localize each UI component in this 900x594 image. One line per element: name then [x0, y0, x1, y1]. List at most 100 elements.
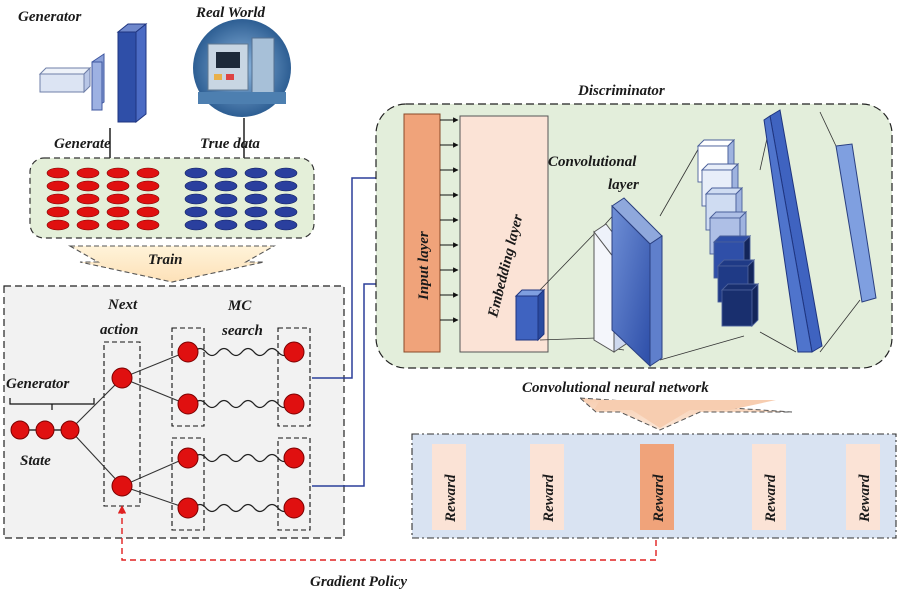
state-node — [60, 420, 80, 440]
generated-token — [46, 206, 70, 218]
gradient-policy-label: Gradient Policy — [310, 574, 407, 590]
real-token — [214, 206, 238, 218]
conv-layer-label-2: layer — [608, 177, 639, 193]
generated-token — [76, 193, 100, 205]
reward-label: Reward — [443, 474, 459, 523]
generated-token — [136, 219, 160, 231]
generated-token — [46, 180, 70, 192]
real-token — [274, 193, 298, 205]
generated-token — [106, 206, 130, 218]
feature-map — [721, 289, 753, 327]
rollout-node — [283, 447, 305, 469]
data-pool — [29, 157, 315, 239]
feature-map — [751, 282, 759, 328]
real-token — [244, 193, 268, 205]
mc-search-label-1: MC — [227, 298, 252, 314]
real-token — [214, 219, 238, 231]
real-token — [274, 219, 298, 231]
reward-panel: Reward Reward Reward Reward Reward — [411, 433, 897, 539]
cnn-label: Convolutional neural network — [522, 380, 709, 396]
next-action-label-1: Next — [107, 297, 138, 313]
real-token — [274, 167, 298, 179]
generated-token — [46, 167, 70, 179]
real-token — [214, 167, 238, 179]
real-token — [184, 180, 208, 192]
discriminator: Discriminator Input layer Embedding laye… — [375, 83, 893, 396]
action-node — [111, 367, 133, 389]
train-arrow: Train — [67, 245, 277, 283]
state-node — [35, 420, 55, 440]
real-token — [184, 193, 208, 205]
reward-box — [432, 444, 466, 530]
next-action-label-2: action — [100, 322, 138, 338]
generator-top-label: Generator — [18, 9, 81, 25]
reward-box — [640, 444, 674, 530]
action-node — [111, 475, 133, 497]
generator-top: Generator Generate — [18, 9, 148, 167]
real-token — [244, 167, 268, 179]
real-token — [244, 206, 268, 218]
reward-box — [530, 444, 564, 530]
real-token — [274, 206, 298, 218]
rollout-node — [283, 497, 305, 519]
reward-label: Reward — [763, 474, 779, 523]
generated-token — [46, 193, 70, 205]
real-world-label: Real World — [195, 5, 266, 21]
real-token — [244, 180, 268, 192]
cnn-arrow — [578, 397, 793, 431]
generated-token — [136, 180, 160, 192]
generated-token — [136, 167, 160, 179]
reward-box — [752, 444, 786, 530]
train-label: Train — [148, 252, 182, 268]
state-label: State — [20, 453, 51, 469]
search-node — [177, 447, 199, 469]
real-token — [184, 219, 208, 231]
generated-token — [106, 180, 130, 192]
input-layer-label: Input layer — [416, 231, 432, 301]
rollout-node — [283, 341, 305, 363]
real-tokens — [184, 167, 298, 231]
generated-token — [106, 219, 130, 231]
reward-box — [846, 444, 880, 530]
true-data-label: True data — [200, 136, 260, 152]
generated-token — [136, 193, 160, 205]
generator-blocks-icon — [38, 22, 148, 124]
real-token — [184, 167, 208, 179]
real-token — [274, 180, 298, 192]
reward-label: Reward — [651, 474, 667, 523]
gradient-policy: Gradient Policy — [117, 505, 657, 590]
generated-token — [76, 219, 100, 231]
generated-token — [106, 167, 130, 179]
generated-token — [76, 167, 100, 179]
reward-label: Reward — [541, 474, 557, 523]
input-layer — [403, 113, 441, 353]
generated-tokens — [46, 167, 160, 231]
generate-label: Generate — [54, 136, 111, 152]
generated-token — [136, 206, 160, 218]
search-node — [177, 341, 199, 363]
discriminator-title: Discriminator — [577, 83, 665, 99]
generated-token — [76, 206, 100, 218]
real-token — [214, 193, 238, 205]
sequence-panel: Next action MC search Generator State — [3, 285, 345, 539]
mc-search-label-2: search — [221, 323, 263, 339]
conv-slab-blue — [611, 197, 663, 368]
real-token — [244, 219, 268, 231]
conv-layer-label-1: Convolutional — [548, 154, 637, 170]
real-world: Real World True data — [193, 5, 291, 167]
state-node — [10, 420, 30, 440]
generated-token — [46, 219, 70, 231]
generated-token — [76, 180, 100, 192]
reward-label: Reward — [857, 474, 873, 523]
pool-slab — [763, 109, 823, 353]
search-node — [177, 393, 199, 415]
generator-seq-label: Generator — [6, 376, 69, 392]
real-token — [184, 206, 208, 218]
rollout-node — [283, 393, 305, 415]
real-token — [214, 180, 238, 192]
embedding-cube — [514, 288, 546, 342]
search-node — [177, 497, 199, 519]
output-slab — [835, 143, 877, 303]
factory-machine-icon — [193, 19, 291, 117]
